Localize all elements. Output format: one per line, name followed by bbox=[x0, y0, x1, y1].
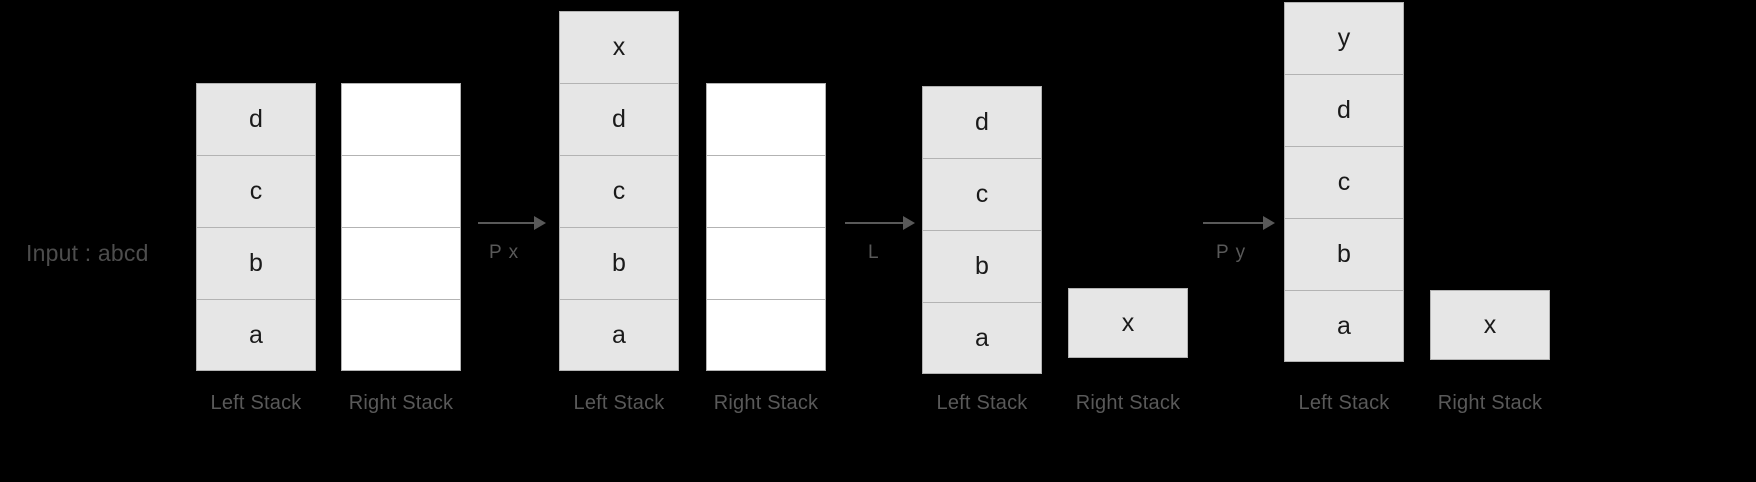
arrow-shaft bbox=[1203, 222, 1265, 224]
stack-cell: a bbox=[559, 299, 679, 371]
stage-3-left-stack-label: Left Stack bbox=[1298, 392, 1390, 414]
stage-0-right-stack bbox=[341, 83, 461, 371]
stage-1-right-stack bbox=[706, 83, 826, 371]
stack-cell: x bbox=[559, 11, 679, 83]
stack-cell: d bbox=[1284, 74, 1404, 146]
stage-0-right-stack-label: Right Stack bbox=[348, 392, 454, 414]
transition-label-l: L bbox=[868, 242, 880, 263]
stack-cell bbox=[706, 155, 826, 227]
stack-cell: d bbox=[559, 83, 679, 155]
stage-3-right-stack: x bbox=[1430, 290, 1550, 360]
stage-2-right-stack-label: Right Stack bbox=[1075, 392, 1181, 414]
stack-cell bbox=[341, 155, 461, 227]
stack-cell: b bbox=[196, 227, 316, 299]
stage-0-left-stack: d c b a bbox=[196, 83, 316, 371]
stack-cell: b bbox=[922, 230, 1042, 302]
stack-cell: a bbox=[196, 299, 316, 371]
arrow-head-icon bbox=[1263, 216, 1275, 230]
arrow-head-icon bbox=[534, 216, 546, 230]
stage-0-left-stack-label: Left Stack bbox=[210, 392, 302, 414]
stack-cell: a bbox=[922, 302, 1042, 374]
stack-cell: d bbox=[196, 83, 316, 155]
transition-arrow-l bbox=[845, 211, 917, 237]
stack-cell bbox=[706, 83, 826, 155]
stage-3-right-stack-label: Right Stack bbox=[1437, 392, 1543, 414]
stack-cell: c bbox=[196, 155, 316, 227]
stack-cell: c bbox=[559, 155, 679, 227]
stage-2-left-stack-label: Left Stack bbox=[936, 392, 1028, 414]
stack-cell: a bbox=[1284, 290, 1404, 362]
stack-cell: b bbox=[559, 227, 679, 299]
stack-cell: x bbox=[1068, 288, 1188, 358]
input-caption: Input : abcd bbox=[26, 240, 149, 266]
transition-arrow-py bbox=[1203, 211, 1277, 237]
stack-cell bbox=[706, 299, 826, 371]
stage-3-left-stack: y d c b a bbox=[1284, 2, 1404, 362]
transition-label-py: P y bbox=[1216, 242, 1247, 263]
stage-2-left-stack: d c b a bbox=[922, 86, 1042, 374]
stage-1-left-stack: x d c b a bbox=[559, 11, 679, 371]
stack-cell: d bbox=[922, 86, 1042, 158]
arrow-shaft bbox=[845, 222, 905, 224]
stack-cell: y bbox=[1284, 2, 1404, 74]
transition-label-px: P x bbox=[489, 242, 520, 263]
stage-2-right-stack: x bbox=[1068, 288, 1188, 358]
stack-cell: c bbox=[1284, 146, 1404, 218]
stack-cell: c bbox=[922, 158, 1042, 230]
stack-cell bbox=[706, 227, 826, 299]
stage-1-right-stack-label: Right Stack bbox=[713, 392, 819, 414]
stack-cell bbox=[341, 227, 461, 299]
stack-cell: b bbox=[1284, 218, 1404, 290]
arrow-head-icon bbox=[903, 216, 915, 230]
stack-cell: x bbox=[1430, 290, 1550, 360]
stack-cell bbox=[341, 299, 461, 371]
stack-cell bbox=[341, 83, 461, 155]
stage-1-left-stack-label: Left Stack bbox=[573, 392, 665, 414]
arrow-shaft bbox=[478, 222, 536, 224]
transition-arrow-px bbox=[478, 211, 548, 237]
